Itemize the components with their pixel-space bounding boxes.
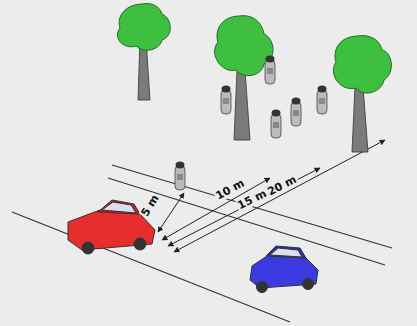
dimension-line [158, 140, 385, 252]
road-line [12, 165, 392, 322]
blue-car [250, 246, 318, 293]
dimension-label: 5 m [138, 192, 161, 220]
sound-meter [175, 56, 327, 191]
tree [117, 3, 391, 152]
